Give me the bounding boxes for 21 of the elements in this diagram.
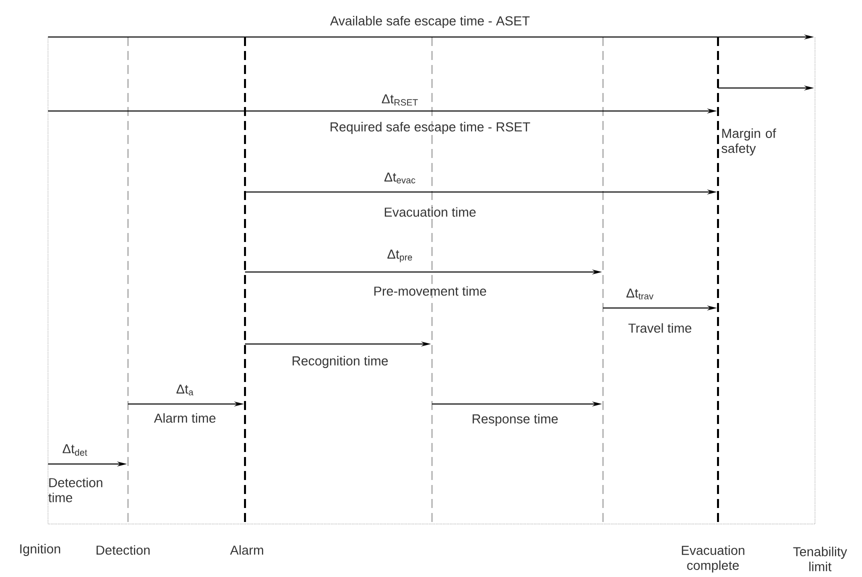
label-text: Evacuation time — [384, 207, 476, 217]
label-text: Pre-movement time — [374, 286, 486, 296]
label-text: Δt$_{a}$ — [176, 384, 194, 396]
label-text: Tenability limit — [793, 546, 848, 572]
label-text: Detection — [96, 545, 150, 555]
label-text: Alarm time — [154, 413, 216, 423]
label-text: Required safe escape time - RSET — [330, 122, 530, 134]
label-text: Δt$_{trav}$ — [626, 288, 654, 300]
label-text: Alarm — [230, 545, 264, 555]
label-text: Δt$_{pre}$ — [387, 250, 412, 262]
label-text: Δt$_{evac}$ — [384, 172, 416, 184]
label-text: Ignition — [20, 544, 60, 556]
label-text: Travel time — [628, 323, 692, 333]
label-text: Detection time — [48, 478, 102, 502]
label-text: Δt$_{det}$ — [62, 444, 88, 456]
label-text: Δt$_{RSET}$ — [382, 94, 418, 106]
label-text: Evacuation complete — [682, 545, 744, 573]
label-text: Recognition time — [292, 356, 388, 368]
label-text: Margin of safety — [722, 128, 776, 156]
label-text: Response time — [472, 414, 558, 426]
label-text: Available safe escape time - ASET — [330, 16, 530, 28]
